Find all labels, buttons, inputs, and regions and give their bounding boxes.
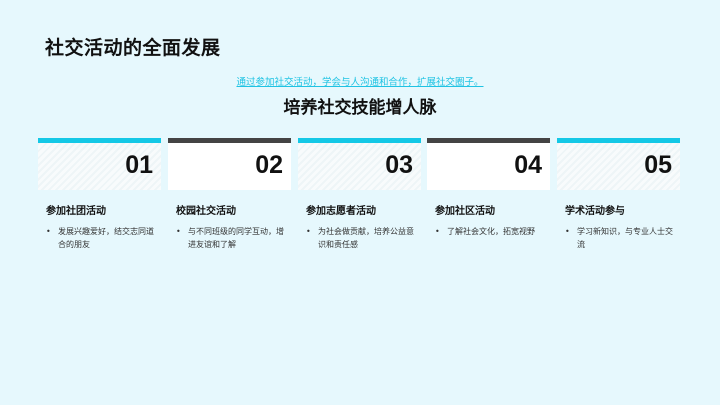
card-bullet-text: 为社会做贡献，培养公益意识和责任感 — [318, 227, 414, 249]
card-number-box: 01 — [38, 138, 161, 190]
card-bullet: • 发展兴趣爱好，结交志同道合的朋友 — [46, 225, 158, 251]
card-title: 校园社交活动 — [176, 206, 236, 217]
card-bullet: • 了解社会文化，拓宽视野 — [435, 225, 547, 238]
subtitle-link[interactable]: 通过参加社交活动，学会与人沟通和合作，扩展社交圈子。 — [236, 77, 484, 88]
card-number-box: 05 — [557, 138, 680, 190]
bullet-icon: • — [565, 227, 570, 236]
bullet-icon: • — [435, 227, 440, 236]
card-top-bar — [427, 138, 550, 143]
card-number-box: 02 — [168, 138, 291, 190]
card-bullet-text: 学习新知识，与专业人士交流 — [577, 227, 673, 249]
card-number: 02 — [255, 151, 283, 179]
card-bullet-text: 发展兴趣爱好，结交志同道合的朋友 — [58, 227, 154, 249]
card-title: 参加志愿者活动 — [306, 206, 376, 217]
card-5: 05 学术活动参与 • 学习新知识，与专业人士交流 — [557, 138, 680, 249]
card-top-bar — [298, 138, 421, 143]
bullet-icon: • — [46, 227, 51, 236]
card-number: 04 — [514, 151, 542, 179]
slide-title: 社交活动的全面发展 — [45, 37, 221, 59]
card-title: 学术活动参与 — [565, 206, 625, 217]
card-number-box: 03 — [298, 138, 421, 190]
card-top-bar — [168, 138, 291, 143]
card-bullet-text: 与不同班级的同学互动，增进友谊和了解 — [188, 227, 284, 249]
card-bullet: • 与不同班级的同学互动，增进友谊和了解 — [176, 225, 288, 251]
card-1: 01 参加社团活动 • 发展兴趣爱好，结交志同道合的朋友 — [38, 138, 161, 249]
card-number-box: 04 — [427, 138, 550, 190]
section-heading: 培养社交技能增人脉 — [283, 98, 437, 118]
card-3: 03 参加志愿者活动 • 为社会做贡献，培养公益意识和责任感 — [298, 138, 421, 249]
card-4: 04 参加社区活动 • 了解社会文化，拓宽视野 — [427, 138, 550, 236]
bullet-icon: • — [176, 227, 181, 236]
card-top-bar — [557, 138, 680, 143]
card-bullet: • 学习新知识，与专业人士交流 — [565, 225, 677, 251]
card-top-bar — [38, 138, 161, 143]
card-number: 03 — [385, 151, 413, 179]
card-number: 01 — [125, 151, 153, 179]
bullet-icon: • — [306, 227, 311, 236]
card-number: 05 — [644, 151, 672, 179]
card-bullet: • 为社会做贡献，培养公益意识和责任感 — [306, 225, 418, 251]
card-title: 参加社区活动 — [435, 206, 495, 217]
card-bullet-text: 了解社会文化，拓宽视野 — [447, 227, 535, 236]
card-title: 参加社团活动 — [46, 206, 106, 217]
card-2: 02 校园社交活动 • 与不同班级的同学互动，增进友谊和了解 — [168, 138, 291, 249]
